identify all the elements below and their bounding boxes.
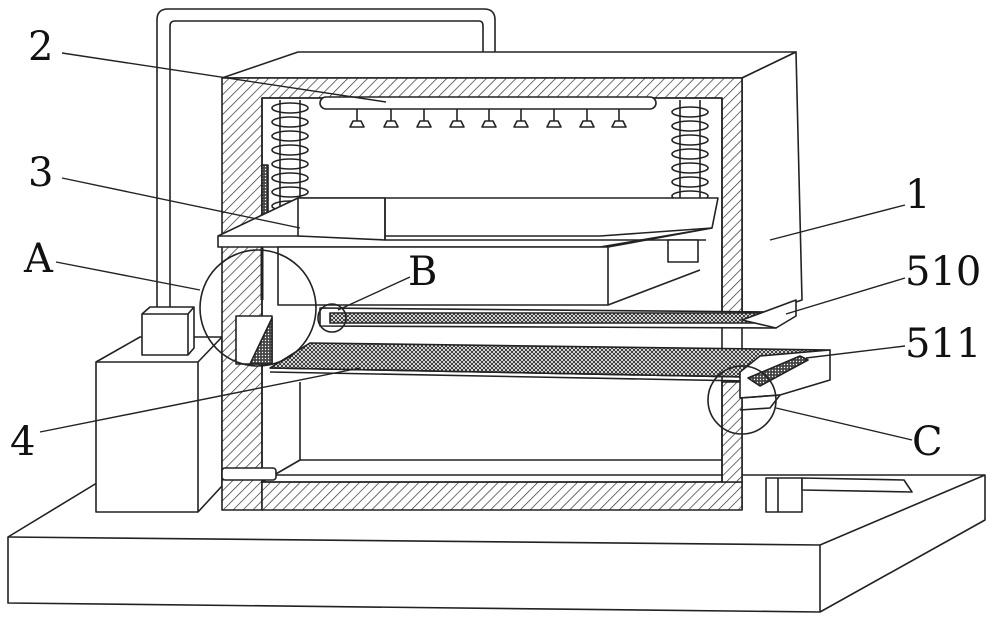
detail-circle-B bbox=[317, 303, 347, 333]
hatched-walls bbox=[221, 77, 743, 511]
discharge-chute-511 bbox=[739, 349, 831, 411]
nozzles bbox=[349, 109, 627, 128]
label-4: 4 bbox=[10, 419, 35, 465]
tray bbox=[217, 197, 719, 306]
label-510: 510 bbox=[905, 249, 981, 295]
label-511: 511 bbox=[905, 321, 981, 367]
leader-3 bbox=[61, 177, 301, 229]
left-block bbox=[235, 315, 273, 365]
detail-circle-C bbox=[707, 365, 777, 435]
supply-pipe bbox=[156, 8, 496, 307]
left-tank bbox=[95, 336, 223, 513]
left-drain-pipe bbox=[221, 467, 277, 481]
label-A: A bbox=[23, 236, 54, 282]
leader-510 bbox=[785, 277, 906, 315]
label-2: 2 bbox=[28, 24, 53, 70]
leader-lines bbox=[39, 52, 913, 441]
spray-bar bbox=[319, 96, 657, 128]
pump-block bbox=[141, 306, 195, 356]
label-C: C bbox=[912, 419, 943, 465]
right-drain bbox=[765, 477, 913, 513]
detail-circle-A bbox=[199, 249, 317, 367]
label-3: 3 bbox=[28, 150, 53, 196]
leader-4 bbox=[39, 367, 361, 433]
leader-1 bbox=[769, 204, 906, 241]
leader-2 bbox=[61, 52, 387, 103]
labels: 2 3 A B 1 510 511 4 C bbox=[10, 24, 981, 465]
leader-A bbox=[55, 261, 201, 291]
label-1: 1 bbox=[905, 172, 930, 218]
scraper-bar-510 bbox=[319, 299, 797, 329]
label-B: B bbox=[408, 249, 437, 295]
leader-C bbox=[775, 407, 913, 441]
leader-B bbox=[337, 276, 411, 311]
leader-511 bbox=[805, 345, 906, 359]
